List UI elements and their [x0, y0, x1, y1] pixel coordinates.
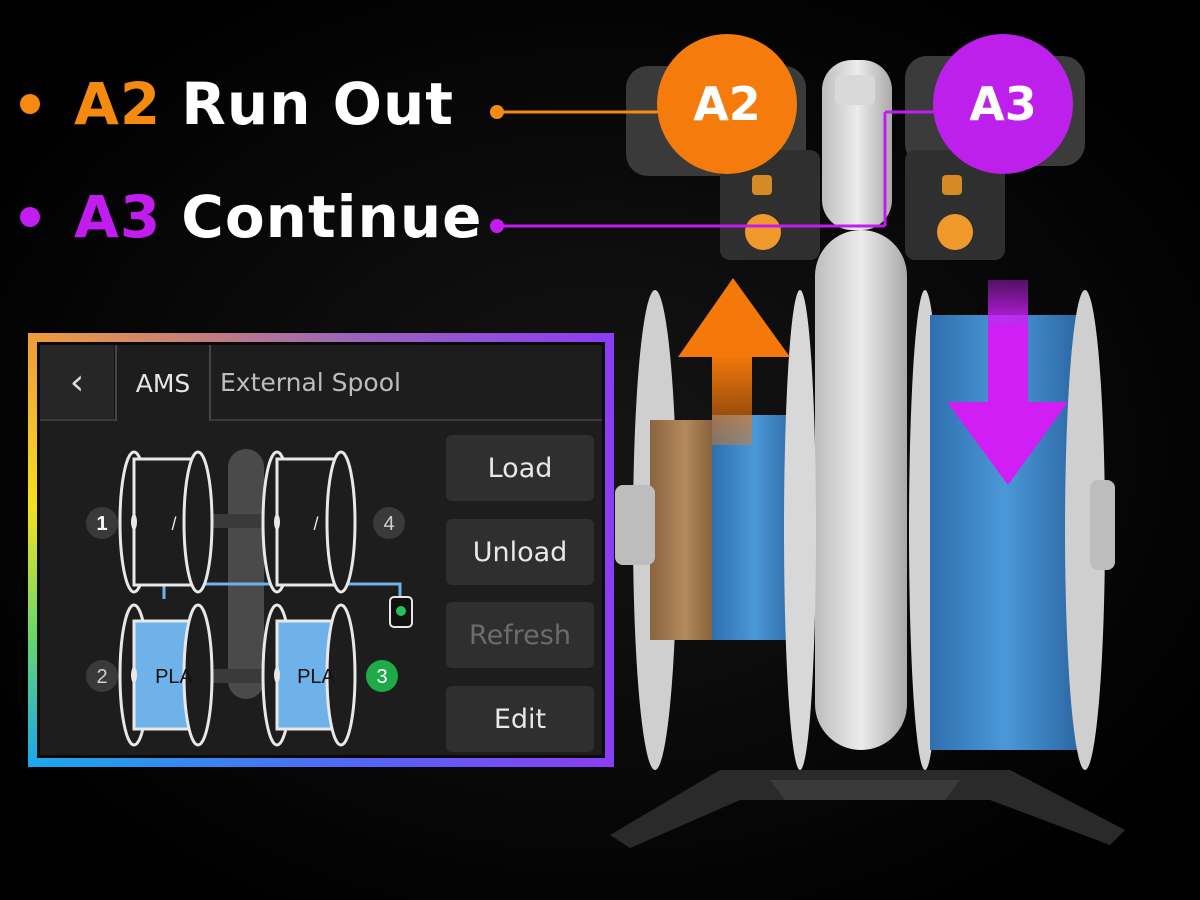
slot-1-number-badge: 1	[86, 507, 118, 539]
legend-a3-tag: A3	[74, 183, 162, 251]
ams-slot-diagram: / 1 / 4	[86, 449, 413, 747]
back-button[interactable]: ‹	[40, 345, 115, 419]
slot-3-number: 3	[376, 666, 387, 688]
edit-button[interactable]: Edit	[446, 686, 594, 752]
slot-2-number-badge: 2	[86, 660, 118, 692]
unload-button[interactable]: Unload	[446, 519, 594, 585]
slot-3-material: PLA	[297, 666, 335, 688]
spool-slot-2[interactable]: PLA	[118, 603, 214, 747]
slot-badge-a2: A2	[657, 34, 797, 174]
spool-slot-3[interactable]: PLA	[261, 603, 357, 747]
slot-badge-a3: A3	[933, 34, 1073, 174]
legend-a2-run-out: A2 Run Out	[20, 70, 454, 138]
legend-a2-tag: A2	[74, 70, 162, 138]
slot-1-number: 1	[96, 513, 107, 535]
legend-a3-text: Continue	[181, 183, 483, 251]
bullet-dot-a3	[20, 207, 40, 227]
slot-1-material: /	[171, 514, 176, 534]
ams-screen: ‹ AMS External Spool /	[37, 342, 605, 758]
chevron-left-icon: ‹	[69, 361, 85, 403]
tab-external-spool[interactable]: External Spool	[220, 367, 401, 397]
slot-2-number: 2	[96, 666, 107, 688]
load-button[interactable]: Load	[446, 435, 594, 501]
ams-screen-panel: ‹ AMS External Spool /	[28, 333, 614, 767]
tab-bar: ‹ AMS External Spool	[40, 345, 602, 421]
refresh-button[interactable]: Refresh	[446, 602, 594, 668]
slot-4-material: /	[313, 514, 318, 534]
bullet-dot-a2	[20, 94, 40, 114]
legend-a3-continue: A3 Continue	[20, 183, 482, 251]
tab-ams[interactable]: AMS	[115, 345, 211, 421]
spool-slot-4[interactable]: /	[261, 450, 357, 594]
slot-2-material: PLA	[155, 666, 193, 688]
slot-4-number: 4	[383, 513, 394, 535]
spool-slot-1[interactable]: /	[118, 450, 214, 594]
slot-3-active-badge: 3	[366, 660, 398, 692]
filament-sensor-icon	[389, 596, 413, 628]
slot-4-number-badge: 4	[373, 507, 405, 539]
legend-a2-text: Run Out	[181, 70, 455, 138]
